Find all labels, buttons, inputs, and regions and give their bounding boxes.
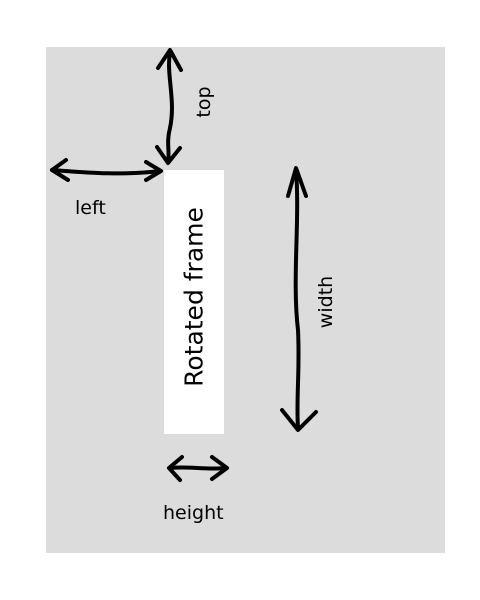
- left-arrow: [50, 158, 163, 182]
- rotated-frame: [164, 170, 224, 434]
- background-panel: [46, 47, 445, 553]
- height-label: height: [163, 502, 224, 524]
- width-arrow: [280, 166, 318, 432]
- top-arrow: [155, 48, 183, 165]
- left-label: left: [75, 197, 106, 219]
- width-label: width: [315, 275, 337, 329]
- top-label: top: [193, 86, 215, 118]
- height-arrow: [167, 455, 229, 482]
